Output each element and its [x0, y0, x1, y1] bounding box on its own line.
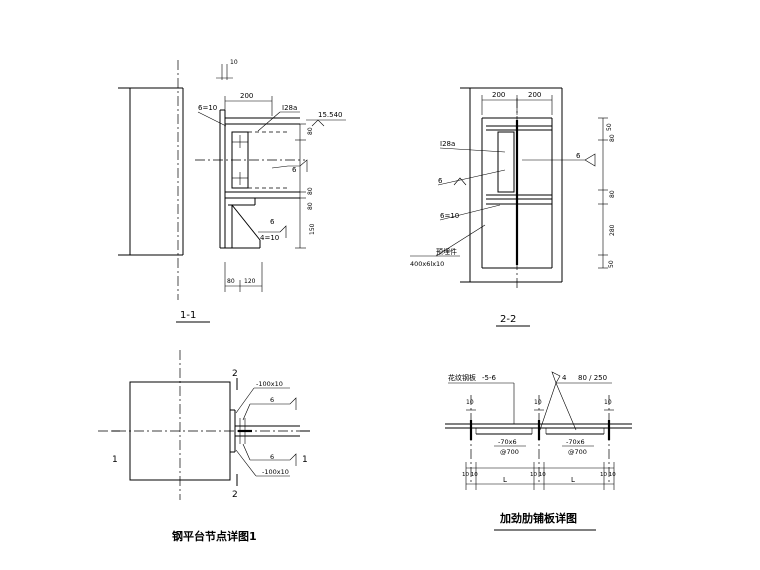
dim-b120: 120: [244, 278, 256, 285]
dim-10a: 10: [466, 399, 474, 406]
label-checker-plate: 花纹钢板: [448, 373, 476, 382]
label-section-2-2: 2-2: [500, 314, 516, 325]
label-thickness: -5-6: [482, 374, 497, 382]
dim-span-a: L: [503, 476, 507, 484]
label-rib-a: -70x6: [498, 438, 517, 446]
label-spacing-a: @700: [500, 448, 519, 456]
label-weld-a: 6: [292, 166, 297, 174]
dim-80a: 80: [307, 127, 314, 135]
label-weld-2b: 6: [438, 177, 443, 185]
label-beam-i28a: I28a: [282, 104, 297, 112]
dim-200a: 200: [492, 91, 505, 99]
dim-b10c: 10 10: [600, 472, 616, 478]
dim-10c: 10: [604, 399, 612, 406]
label-sec2-bot: 2: [232, 490, 238, 500]
dim-10b: 10: [534, 399, 542, 406]
label-weld-spec: 80 / 250: [578, 374, 607, 382]
label-elevation: 15.540: [318, 111, 343, 119]
dim-b10a: 10 10: [462, 472, 478, 478]
dim-r80a: 80: [609, 134, 616, 142]
label-section-1-1: 1-1: [180, 310, 196, 321]
label-plate: 6=10: [198, 104, 217, 112]
dim-200b: 200: [528, 91, 541, 99]
title-node-detail: 钢平台节点详图1: [172, 529, 257, 543]
label-sec2-top: 2: [232, 369, 238, 379]
label-plate-bot: -100x10: [262, 468, 289, 476]
label-weld-size: 4: [562, 374, 567, 382]
view-node-detail: 2 2 1 1 -100x10 6 6 -100x10 钢平台节点详图1: [98, 350, 310, 543]
dim-r50a: 50: [606, 123, 613, 131]
dim-200: 200: [240, 92, 253, 100]
dim-top-10: 10: [230, 59, 238, 66]
view-1-1: 10 200 6=10 I28a 15.540 6 6 4=10 80 80 8…: [118, 59, 346, 323]
title-rib-detail: 加劲肋铺板详图: [499, 511, 577, 525]
label-plate-top: -100x10: [256, 380, 283, 388]
dim-span-b: L: [571, 476, 575, 484]
label-weld-top: 6: [270, 396, 274, 404]
dim-r50b: 50: [608, 260, 615, 268]
label-embed-size: 400x6lx10: [410, 260, 444, 268]
dim-80c: 80: [307, 202, 314, 210]
label-rib-b: -70x6: [566, 438, 585, 446]
dim-b10b: 10 10: [530, 472, 546, 478]
label-weld-2a: 6: [576, 152, 581, 160]
view-2-2: 200 200 50 80 80 280 50 I28a 6 6 6=10 预埋…: [410, 87, 616, 327]
dim-80b: 80: [307, 187, 314, 195]
label-weld-bot: 6: [270, 453, 274, 461]
label-sec1-left: 1: [112, 455, 118, 465]
label-spacing-b: @700: [568, 448, 587, 456]
dim-150: 150: [309, 223, 316, 235]
label-weld-b: 6: [270, 218, 275, 226]
dim-r80b: 80: [609, 190, 616, 198]
dim-r280: 280: [609, 224, 616, 236]
label-sec1-right: 1: [302, 455, 308, 465]
label-beam-2: I28a: [440, 140, 455, 148]
view-rib-detail: 10 10 10 花纹钢板 -5-6 4 80 / 250 -70x6 @700…: [445, 371, 632, 531]
label-plate-2-2: 6=10: [440, 212, 459, 220]
label-embed: 预埋件: [436, 247, 457, 256]
label-plate-2: 4=10: [260, 234, 279, 242]
dim-b80: 80: [227, 278, 235, 285]
